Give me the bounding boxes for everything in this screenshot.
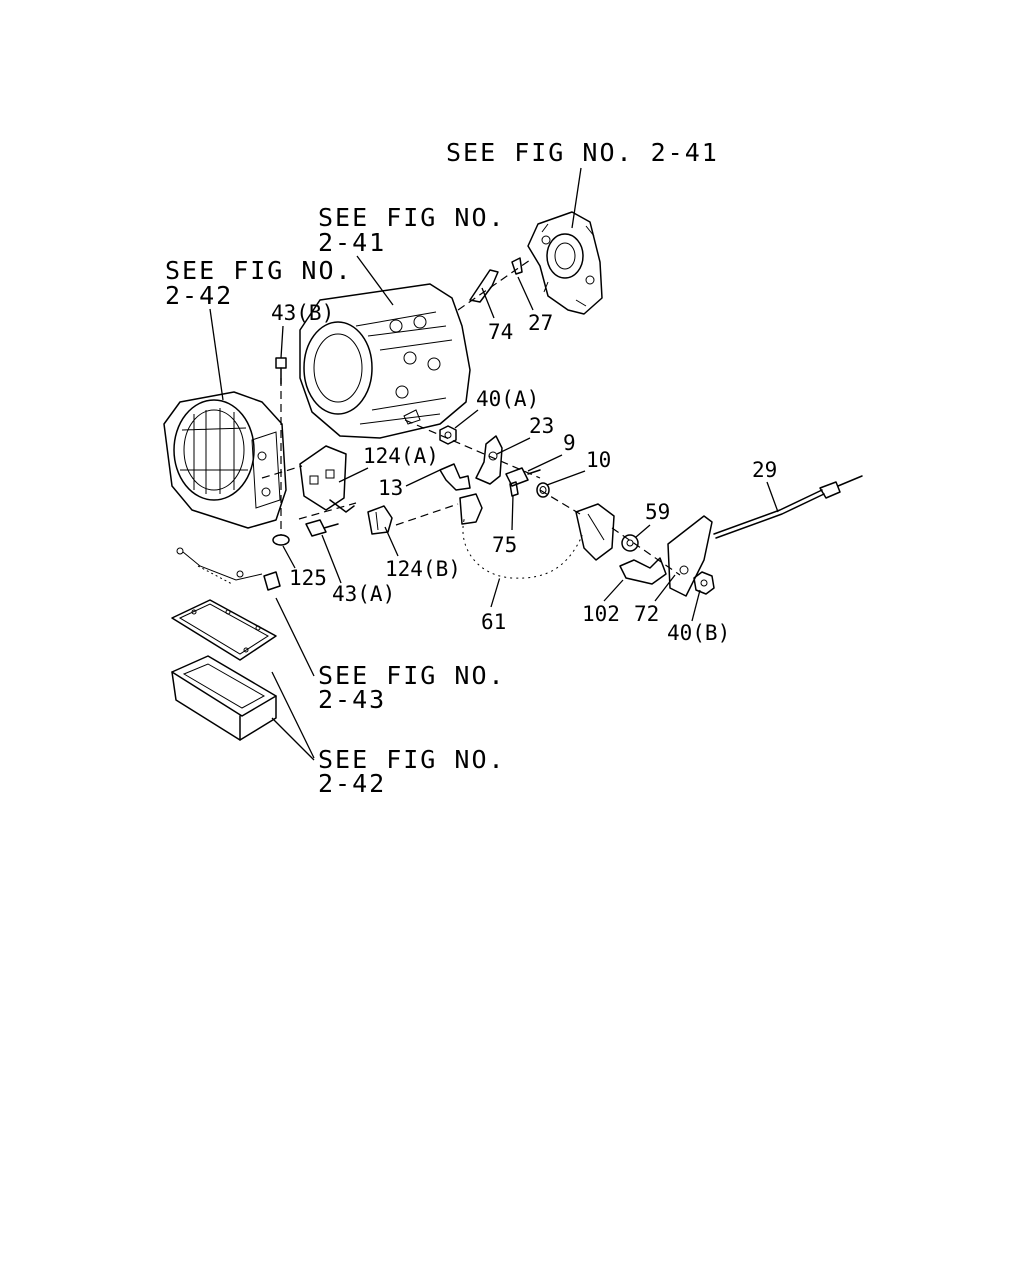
- bolt-59: [621, 534, 639, 552]
- bracket-102: [619, 557, 667, 585]
- washer-125: [272, 534, 290, 546]
- plate-23: [475, 435, 503, 485]
- connector-124b: [367, 505, 393, 535]
- callout-61: 61: [481, 610, 506, 634]
- bracket-124a: [299, 445, 355, 513]
- callout-40b: 40(B): [667, 621, 730, 645]
- strainer-wire: [176, 547, 281, 591]
- leader-lines: [209, 167, 779, 761]
- callout-23: 23: [529, 414, 554, 438]
- ref-fig-2-42-bottom-line2: 2-42: [318, 769, 386, 798]
- callout-29: 29: [752, 458, 777, 482]
- callout-124a: 124(A): [363, 444, 439, 468]
- callout-10: 10: [586, 448, 611, 472]
- assembly-lines: [261, 259, 681, 576]
- ref-fig-2-43-line1: SEE FIG NO.: [318, 661, 506, 690]
- rear-extension-housing: [527, 211, 603, 315]
- callout-13: 13: [378, 476, 403, 500]
- transmission-case: [299, 283, 471, 439]
- callout-102: 102: [582, 602, 620, 626]
- oil-pan: [171, 655, 277, 741]
- ref-fig-2-42-left-line1: SEE FIG NO.: [165, 256, 353, 285]
- lever-13: [439, 463, 471, 491]
- callout-43a: 43(A): [332, 582, 395, 606]
- callout-40a: 40(A): [476, 387, 539, 411]
- nut-40a: [439, 425, 457, 445]
- callout-124b: 124(B): [385, 557, 461, 581]
- bolt-43b: [275, 357, 287, 385]
- ref-fig-2-41-mid-line1: SEE FIG NO.: [318, 203, 506, 232]
- oil-pan-gasket: [171, 599, 277, 661]
- harness-61: [459, 493, 615, 581]
- bracket-72: [667, 515, 713, 597]
- callout-72: 72: [634, 602, 659, 626]
- callout-9: 9: [563, 431, 576, 455]
- callout-125: 125: [289, 566, 327, 590]
- nut-40b: [693, 571, 715, 595]
- callout-74: 74: [488, 320, 513, 344]
- cable-29: [713, 475, 863, 539]
- ref-fig-2-42-left-line2: 2-42: [165, 281, 233, 310]
- pin-75: [509, 481, 519, 497]
- ref-fig-2-41-top: SEE FIG NO. 2-41: [446, 138, 719, 167]
- ref-fig-2-43-line2: 2-43: [318, 685, 386, 714]
- seal-10: [536, 482, 550, 498]
- callout-75: 75: [492, 533, 517, 557]
- switch-9: [505, 467, 541, 487]
- callout-27: 27: [528, 311, 553, 335]
- bolt-43a: [305, 519, 339, 537]
- callout-59: 59: [645, 500, 670, 524]
- clip-27: [511, 257, 523, 275]
- converter-housing: [163, 391, 287, 529]
- callout-43b: 43(B): [271, 301, 334, 325]
- ref-fig-2-42-bottom-line1: SEE FIG NO.: [318, 745, 506, 774]
- bracket-74: [469, 269, 499, 303]
- ref-fig-2-41-mid-line2: 2-41: [318, 228, 386, 257]
